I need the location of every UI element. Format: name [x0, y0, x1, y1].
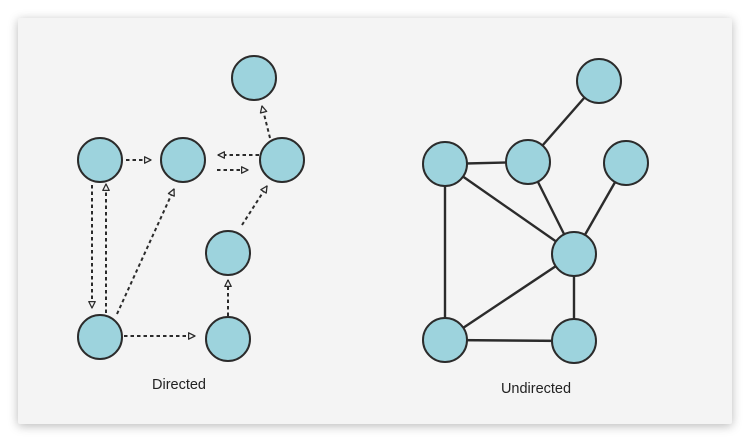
undirected-caption: Undirected	[501, 381, 571, 397]
edge-8-4	[241, 185, 268, 226]
node-circle	[259, 137, 305, 183]
edge-4-5	[259, 105, 271, 139]
node-circle	[505, 139, 551, 185]
node-circle	[551, 318, 597, 364]
node-circle	[160, 137, 206, 183]
node-circle	[422, 141, 468, 187]
edge-6-2	[116, 188, 175, 315]
node-circle	[77, 314, 123, 360]
directed-caption: Directed	[152, 377, 206, 393]
undirected-graph: Undirected	[422, 58, 649, 397]
edge	[444, 253, 575, 341]
node-circle	[576, 58, 622, 104]
directed-nodes	[77, 55, 305, 362]
edge	[444, 163, 575, 255]
undirected-edges	[443, 80, 628, 343]
node-circle	[77, 137, 123, 183]
directed-graph: Directed	[77, 55, 305, 393]
node-circle	[231, 55, 277, 101]
node-circle	[205, 230, 251, 276]
directed-edges	[88, 105, 271, 340]
node-circle	[603, 140, 649, 186]
node-circle	[422, 317, 468, 363]
undirected-nodes	[422, 58, 649, 364]
node-circle	[551, 231, 597, 277]
node-circle	[205, 316, 251, 362]
